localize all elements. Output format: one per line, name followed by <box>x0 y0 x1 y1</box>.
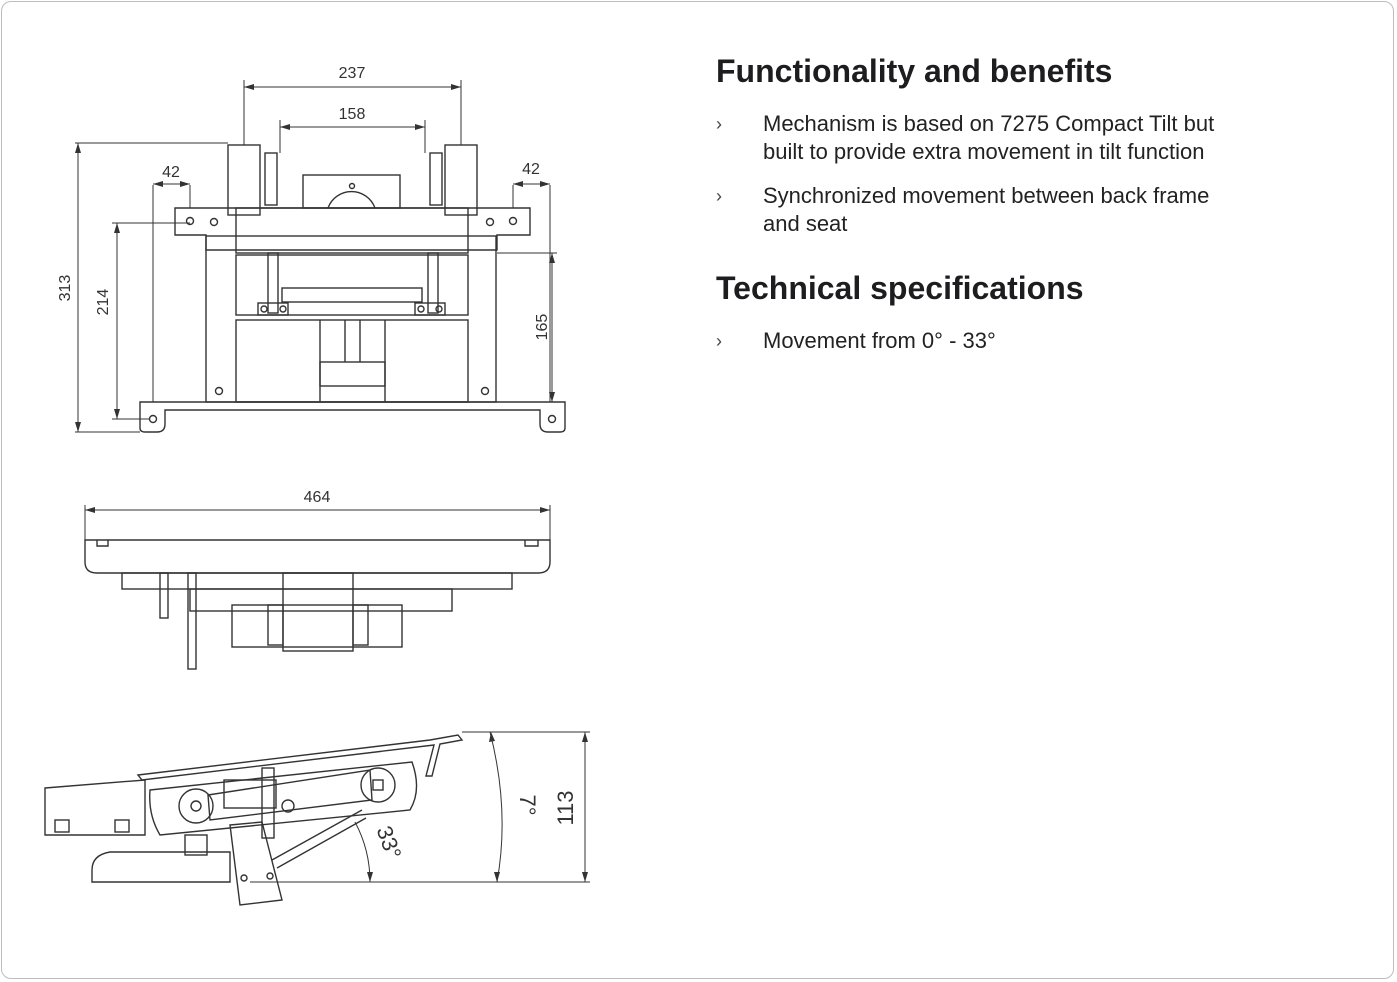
dimension-arrows <box>75 84 588 882</box>
dim-7-degrees: 7° <box>515 794 540 815</box>
functionality-heading: Functionality and benefits <box>716 53 1113 89</box>
specifications-list: › Movement from 0° - 33° <box>716 327 1276 355</box>
chevron-right-icon: › <box>716 186 722 206</box>
dim-313: 313 <box>57 275 74 302</box>
dim-165: 165 <box>534 314 551 341</box>
dim-158: 158 <box>339 106 366 123</box>
side-view-drawing <box>44 734 464 906</box>
dim-237: 237 <box>339 65 366 82</box>
front-view-drawing <box>84 539 551 670</box>
dim-33-degrees: 33° <box>372 823 407 863</box>
top-view-dimensions <box>75 80 557 433</box>
specifications-heading: Technical specifications <box>716 270 1084 306</box>
dim-464: 464 <box>304 489 331 506</box>
dim-214: 214 <box>95 289 112 316</box>
dim-113: 113 <box>553 790 578 825</box>
functionality-list: › Mechanism is based on 7275 Compact Til… <box>716 110 1276 238</box>
dim-42-right: 42 <box>522 161 540 178</box>
specifications-section: Technical specifications › Movement from… <box>716 269 1276 355</box>
dim-42-left: 42 <box>162 164 180 181</box>
chevron-right-icon: › <box>716 331 722 351</box>
list-item-text: Movement from 0° - 33° <box>763 328 996 353</box>
top-view-drawing <box>139 144 566 433</box>
list-item: › Movement from 0° - 33° <box>716 327 1223 355</box>
side-view-dimensions <box>250 731 590 883</box>
drawing-canvas: 237 158 42 42 313 214 165 464 33° 7° 113 <box>44 65 590 906</box>
list-item: › Synchronized movement between back fra… <box>716 182 1223 238</box>
technical-drawings: 237 158 42 42 313 214 165 464 33° 7° 113 <box>0 0 620 982</box>
list-item-text: Synchronized movement between back frame… <box>763 183 1210 236</box>
list-item: › Mechanism is based on 7275 Compact Til… <box>716 110 1223 166</box>
content-panel: Functionality and benefits › Mechanism i… <box>716 52 1276 371</box>
list-item-text: Mechanism is based on 7275 Compact Tilt … <box>763 111 1215 164</box>
chevron-right-icon: › <box>716 114 722 134</box>
functionality-section: Functionality and benefits › Mechanism i… <box>716 52 1276 238</box>
front-view-dimensions <box>84 505 551 540</box>
